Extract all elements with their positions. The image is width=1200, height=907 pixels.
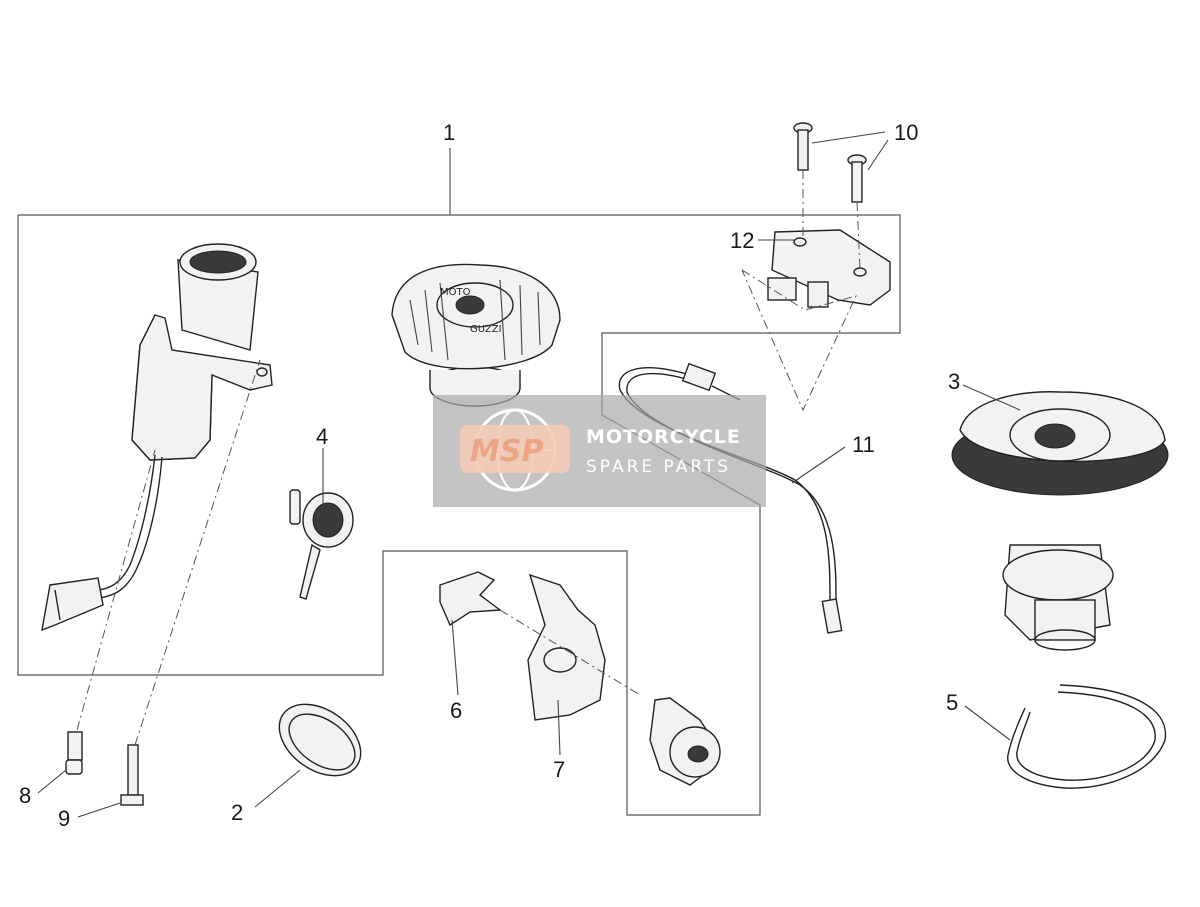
callout-3: 3 [948, 369, 960, 394]
bracket-12 [741, 229, 891, 412]
leader-lines [37, 131, 1021, 818]
ignition-switch [41, 243, 273, 632]
fuel-cap-kit: MOTO GUZZI [391, 263, 561, 407]
key-4 [289, 489, 354, 600]
screw-9 [120, 359, 261, 806]
callout-10: 10 [894, 120, 918, 145]
screw-8 [65, 449, 156, 775]
callout-11: 11 [852, 432, 875, 457]
callout-9: 9 [58, 806, 70, 831]
callout-6: 6 [450, 698, 462, 723]
watermark-title: MOTORCYCLE [586, 426, 741, 448]
circlip-5 [1007, 684, 1167, 789]
watermark-logo: MSP [470, 434, 543, 469]
watermark-subtitle: SPARE PARTS [586, 457, 731, 477]
cap-moto-text: MOTO [440, 287, 471, 298]
fuel-cap-3 [951, 391, 1169, 651]
callout-1: 1 [443, 120, 455, 145]
screws-10 [793, 122, 867, 271]
callout-7: 7 [553, 757, 565, 782]
callout-8: 8 [19, 783, 31, 808]
cap-guzzi-text: GUZZI [470, 324, 502, 335]
callout-numbers: 1 2 3 4 5 6 7 8 9 10 11 12 [19, 120, 960, 831]
watermark: MSP MOTORCYCLE SPARE PARTS [433, 395, 766, 507]
callout-5: 5 [946, 690, 958, 715]
callout-2: 2 [231, 800, 243, 825]
callout-12: 12 [730, 228, 754, 253]
lock-assembly [439, 571, 721, 786]
kit-frame-1 [17, 148, 901, 816]
badge-2 [278, 703, 362, 777]
callout-4: 4 [316, 424, 328, 449]
